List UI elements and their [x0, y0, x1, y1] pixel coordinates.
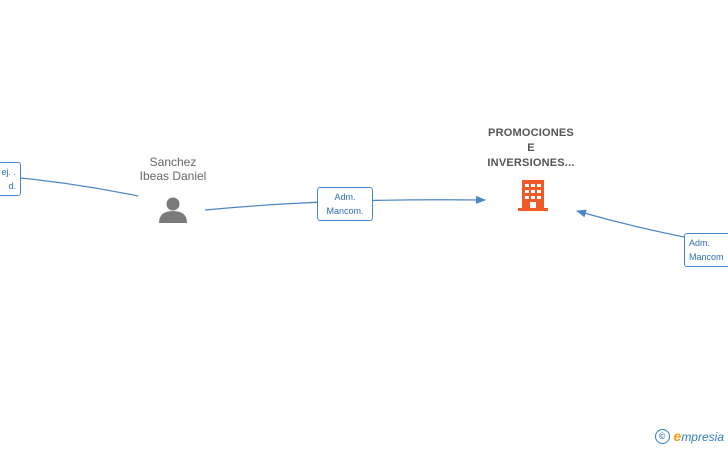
footer-brand: © empresia — [654, 428, 724, 444]
brand-initial: e — [673, 428, 682, 444]
person-icon[interactable] — [159, 197, 187, 224]
edge-left-label-line2: d. — [8, 181, 16, 191]
brand-rest: mpresia — [681, 430, 724, 444]
company-name[interactable]: PROMOCIONES E INVERSIONES... — [470, 126, 592, 171]
edge-middle-label-line1: Adm. — [334, 192, 356, 202]
edge-left-label[interactable]: ej. . d. — [0, 162, 21, 196]
person-name-line1: Sanchez — [149, 155, 197, 169]
edge-right-label[interactable]: Adm. Mancom — [684, 233, 728, 267]
edge-middle-label-line2: Mancom. — [326, 206, 364, 216]
edge-middle-label[interactable]: Adm. Mancom. — [317, 187, 373, 221]
brand-logo: empresia — [674, 428, 724, 444]
copyright-icon: © — [654, 428, 670, 444]
company-name-line2: E — [527, 142, 535, 154]
edge-left-label-line1: ej. . — [1, 167, 16, 177]
person-name[interactable]: Sanchez Ibeas Daniel — [118, 155, 228, 183]
person-name-line2: Ibeas Daniel — [139, 169, 207, 183]
company-name-line1: PROMOCIONES — [488, 127, 574, 139]
edge-right-label-line2: Mancom — [689, 252, 724, 262]
company-name-line3: INVERSIONES... — [487, 157, 575, 169]
edge-right-label-line1: Adm. — [689, 238, 711, 248]
building-icon[interactable] — [518, 180, 548, 211]
